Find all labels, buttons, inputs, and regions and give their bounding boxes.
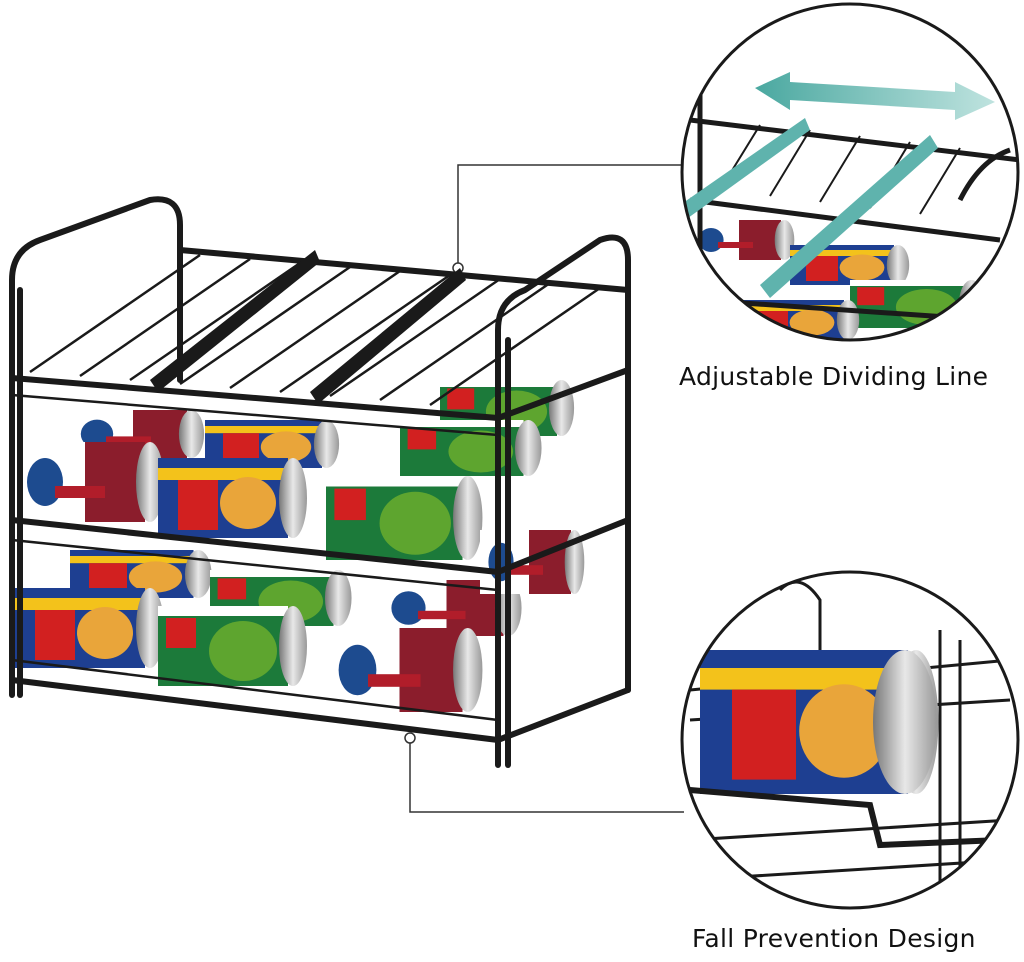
divider-bar-highlight	[760, 135, 938, 298]
callout-line-bottom	[404, 732, 684, 813]
divider-bar	[310, 268, 466, 404]
divider-bar-highlight	[682, 118, 810, 218]
feature-caption-adjustable-dividing-line: Adjustable Dividing Line	[679, 362, 989, 391]
callout-line-top	[452, 164, 682, 274]
can-rack	[9, 196, 631, 768]
feature-caption-fall-prevention-design: Fall Prevention Design	[692, 924, 976, 953]
double-arrow-icon	[755, 72, 995, 120]
divider-bar	[150, 250, 320, 392]
detail-fall-prevention	[680, 570, 1020, 910]
detail-adjustable-divider	[680, 2, 1020, 342]
